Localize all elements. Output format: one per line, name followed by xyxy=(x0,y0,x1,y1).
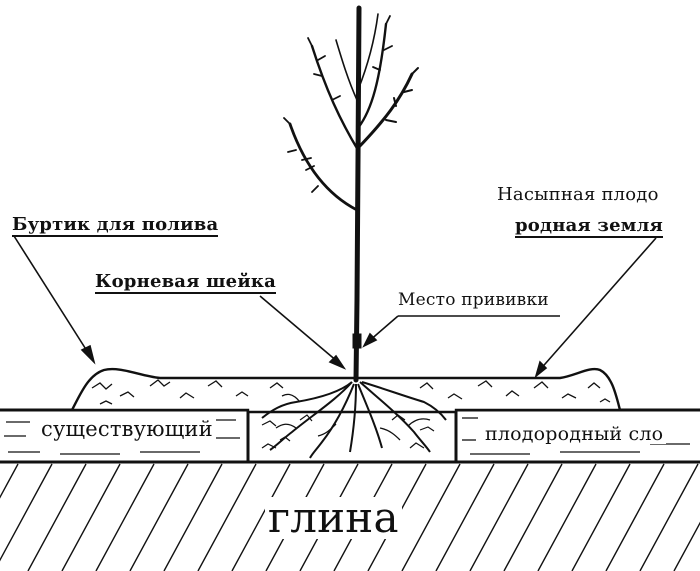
label-existing-layer: существующий xyxy=(38,419,216,440)
clay-hatch-line xyxy=(435,463,495,571)
pit-soil-texture xyxy=(261,414,435,449)
clay-hatch-line xyxy=(0,463,19,499)
seedling-roots xyxy=(261,381,447,459)
label-fertile-layer: плодородный сло xyxy=(482,425,667,444)
clay-hatch-line xyxy=(571,463,631,571)
clay-hatch-line xyxy=(27,463,87,571)
pointer-mound-head xyxy=(80,344,96,365)
clay-hatch-line xyxy=(95,463,155,571)
mound-outline xyxy=(70,367,622,414)
clay-hatch-line xyxy=(231,463,291,571)
clay-hatch-line xyxy=(503,463,563,571)
branch-right-top xyxy=(356,22,388,130)
branch-left-top xyxy=(310,44,360,152)
pointer-mound xyxy=(13,235,95,363)
watering-mound xyxy=(70,367,622,414)
fertile-layer-left-dashes xyxy=(4,419,240,455)
branch-right-upper xyxy=(356,72,414,150)
label-clay: глина xyxy=(265,497,402,539)
fertile-layer-right-dashes xyxy=(462,417,690,455)
graft-mark xyxy=(352,333,362,349)
label-watering-mound: Буртик для полива xyxy=(12,214,219,237)
clay-hatch-line xyxy=(61,463,121,571)
clay-hatch-line xyxy=(673,521,700,571)
graft-union xyxy=(352,333,362,349)
label-fill-soil-line2: родная земля xyxy=(515,215,663,238)
pointer-soil xyxy=(537,237,657,373)
label-root-collar: Корневая шейка xyxy=(95,271,276,294)
clay-hatch-line xyxy=(537,463,597,571)
pointer-collar-head xyxy=(328,354,347,370)
clay-hatch-line xyxy=(639,463,699,571)
pointer-lines xyxy=(13,235,657,379)
clay-hatch-line xyxy=(129,463,189,571)
label-graft-site: Место прививки xyxy=(398,290,549,310)
pointer-graft-head xyxy=(362,332,378,348)
branch-left-lower xyxy=(288,122,359,212)
clay-hatch-line xyxy=(605,463,665,571)
mound-texture xyxy=(91,379,611,405)
clay-layer xyxy=(0,463,700,571)
clay-hatch-line xyxy=(0,463,53,562)
clay-hatch-line xyxy=(197,463,257,571)
seedling-tree xyxy=(283,5,419,383)
label-fill-soil-line1: Насыпная плодо xyxy=(497,184,659,205)
tree-trunk xyxy=(353,5,362,383)
clay-hatch-line xyxy=(469,463,529,571)
clay-hatching xyxy=(0,463,700,571)
pointer-collar xyxy=(259,295,339,363)
clay-hatch-line xyxy=(163,463,223,571)
clay-hatch-line xyxy=(401,463,461,571)
pointer-soil-head xyxy=(534,360,548,379)
